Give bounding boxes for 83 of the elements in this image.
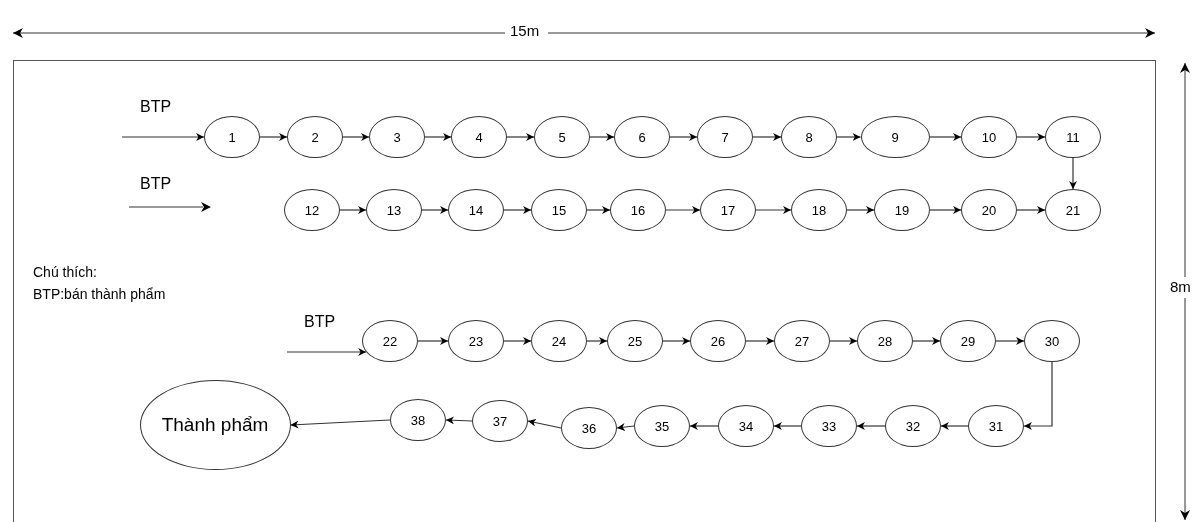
station-ellipse: 19 [874,189,930,231]
arrow [506,133,535,141]
station-ellipse: 34 [718,405,774,447]
arrow [424,133,452,141]
arrow [995,337,1025,345]
station-ellipse: 38 [390,399,446,441]
arrow [773,422,802,430]
arrow [755,206,792,214]
station-ellipse: 17 [700,189,756,231]
arrow [846,206,875,214]
station-ellipse: 32 [885,405,941,447]
arrow [616,423,635,432]
station-ellipse: 14 [448,189,504,231]
arrow [286,348,367,356]
note-text: BTP:bán thành phẩm [32,287,167,303]
station-ellipse: 33 [801,405,857,447]
arrow [121,133,205,141]
station-ellipse: 1 [204,116,260,158]
arrow [912,337,941,345]
station-ellipse: 25 [607,320,663,362]
station-ellipse: 36 [561,407,617,449]
station-ellipse: 28 [857,320,913,362]
arrow [1016,133,1046,141]
arrow [259,133,288,141]
arrow [665,206,701,214]
arrow [421,206,449,214]
station-ellipse: 6 [614,116,670,158]
input-label: BTP [139,175,173,193]
arrow [289,419,391,429]
station-ellipse: 2 [287,116,343,158]
input-label: BTP [139,98,173,116]
station-ellipse: 26 [690,320,746,362]
station-ellipse: 8 [781,116,837,158]
arrow [745,337,775,345]
arrow [669,133,698,141]
note-text: Chú thích: [32,265,98,281]
arrow [929,206,962,214]
station-ellipse: 13 [366,189,422,231]
station-ellipse: 11 [1045,116,1101,158]
arrow [928,133,962,141]
station-ellipse: 16 [610,189,666,231]
station-ellipse: 29 [940,320,996,362]
station-ellipse: 35 [634,405,690,447]
arrow [586,206,611,214]
station-ellipse: 9 [860,116,930,158]
station-ellipse: 4 [451,116,507,158]
arrow [836,133,862,141]
arrow [342,133,370,141]
arrow [445,416,473,425]
input-label: BTP [303,313,337,331]
station-ellipse: 30 [1024,320,1080,362]
arrow [586,337,608,345]
arrow [1023,361,1053,430]
arrow [829,337,858,345]
arrow [417,337,449,345]
arrow [1069,157,1077,190]
station-ellipse: 21 [1045,189,1101,231]
station-ellipse: 31 [968,405,1024,447]
station-ellipse: 12 [284,189,340,231]
arrow [527,418,562,429]
station-ellipse: 27 [774,320,830,362]
station-ellipse: 24 [531,320,587,362]
arrow [503,337,532,345]
arrow [503,206,532,214]
station-ellipse: 22 [362,320,418,362]
station-ellipse: 20 [961,189,1017,231]
station-ellipse: 3 [369,116,425,158]
station-ellipse: 10 [961,116,1017,158]
station-ellipse: 37 [472,400,528,442]
product-ellipse: Thành phẩm [139,380,291,470]
arrow [752,133,782,141]
arrow [1016,206,1046,214]
station-ellipse: 18 [791,189,847,231]
arrow [662,337,691,345]
arrow [339,206,367,214]
arrow [589,133,615,141]
station-ellipse: 23 [448,320,504,362]
arrow [940,422,969,430]
station-ellipse: 15 [531,189,587,231]
arrow [856,422,886,430]
arrow [689,422,719,430]
station-ellipse: 7 [697,116,753,158]
station-ellipse: 5 [534,116,590,158]
